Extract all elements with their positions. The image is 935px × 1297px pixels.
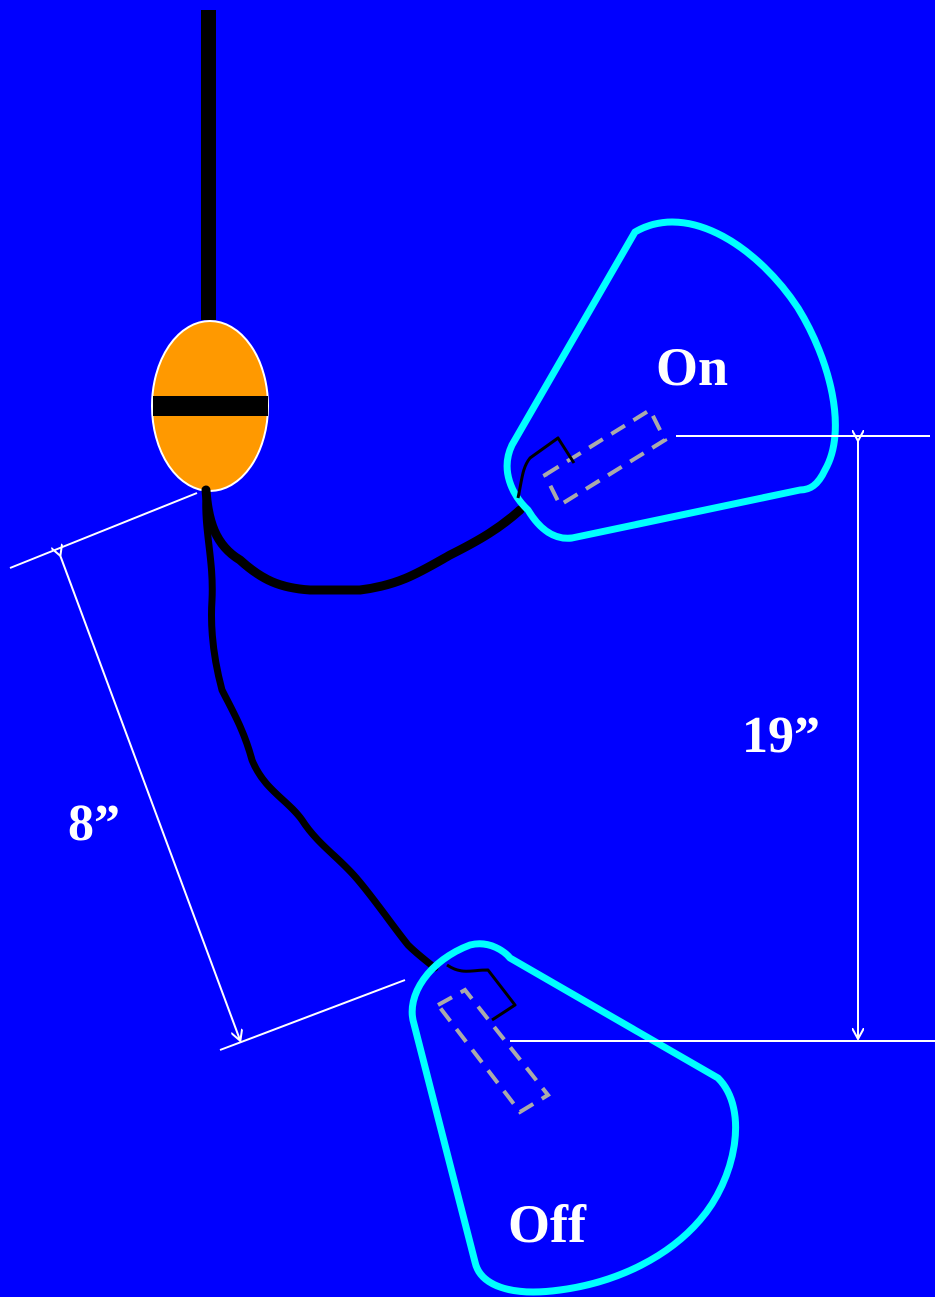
off-cup-hook: [446, 963, 517, 1022]
tall-dimension: 19”: [510, 436, 935, 1042]
on-cup-outline: [503, 218, 839, 542]
on-label: On: [656, 337, 728, 397]
on-cup-inner-part: [542, 407, 668, 508]
bobber-band: [153, 396, 268, 416]
short-dimension-extension-bottom: [219, 979, 406, 1051]
on-cup-hook: [516, 436, 576, 499]
on-cup: [503, 218, 839, 542]
off-label: Off: [508, 1194, 587, 1254]
off-cup: [408, 940, 740, 1296]
short-dimension: 8”: [9, 492, 406, 1051]
short-dimension-extension-top: [9, 492, 198, 569]
tall-dimension-label: 19”: [742, 707, 820, 764]
off-cup-inner-part: [435, 987, 551, 1115]
short-dimension-label: 8”: [68, 795, 120, 852]
off-cup-outline: [408, 940, 740, 1296]
short-dimension-arrow: [60, 555, 240, 1040]
rod: [201, 10, 216, 320]
